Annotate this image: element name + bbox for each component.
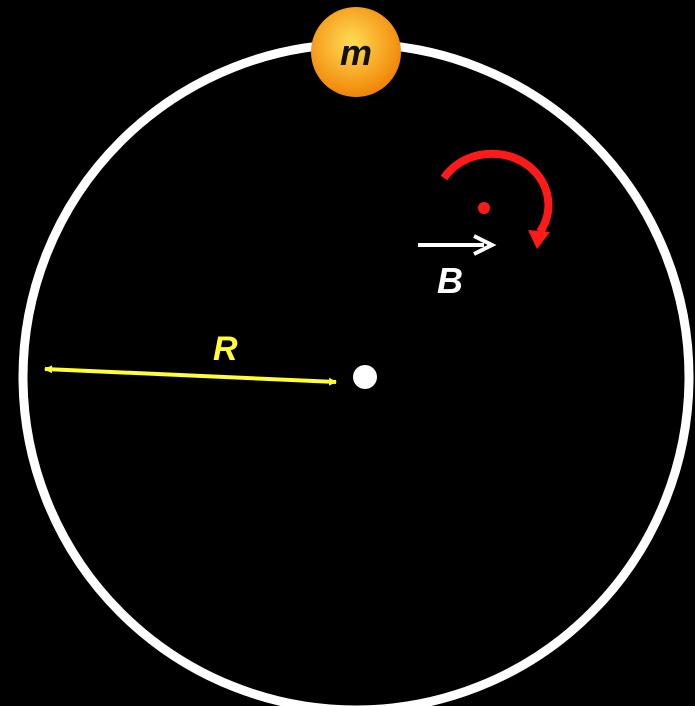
rotation-arrow-head	[528, 230, 550, 249]
rotation-axis-dot	[478, 202, 490, 214]
mass-ball	[311, 7, 401, 97]
field-vector: B	[418, 234, 497, 301]
mass: m	[311, 7, 401, 97]
radius-arrow-line	[44, 365, 337, 386]
field-label: B	[437, 260, 463, 301]
rotation-indicator	[440, 149, 553, 249]
center-point	[353, 365, 377, 389]
field-arrow-head	[473, 234, 497, 256]
radius-arrow: R	[44, 330, 337, 386]
radius-label: R	[213, 330, 238, 368]
rotation-arc	[440, 149, 553, 235]
mass-label: m	[340, 32, 372, 73]
